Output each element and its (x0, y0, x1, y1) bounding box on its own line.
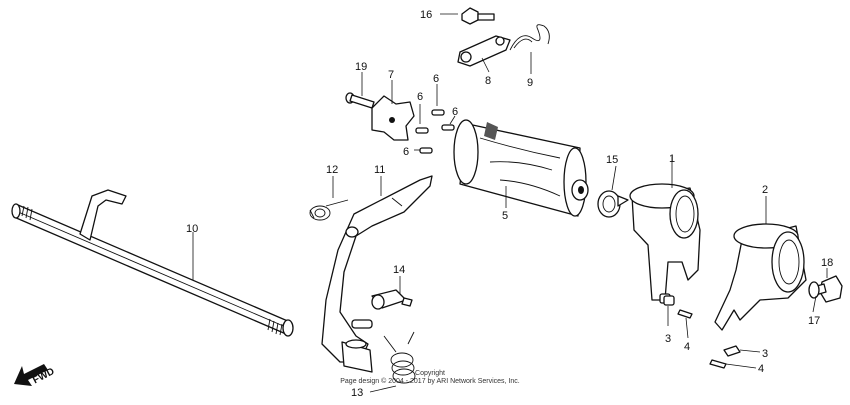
callout-4-a: 4 (684, 341, 690, 353)
pin-bolt (371, 289, 413, 310)
callout-6-b: 6 (433, 73, 439, 85)
callout-3-a: 3 (665, 333, 671, 345)
copyright-line-1: Copyright (415, 370, 445, 377)
callout-17: 17 (808, 315, 820, 327)
callout-9: 9 (527, 77, 533, 89)
stopper-ring (597, 190, 629, 218)
shift-fork-2 (714, 223, 807, 331)
drum-center (371, 95, 415, 141)
callout-7: 7 (388, 69, 394, 81)
callout-18: 18 (821, 257, 833, 269)
callout-6-c: 6 (452, 106, 458, 118)
callout-16: 16 (420, 9, 432, 21)
collar (341, 319, 373, 373)
guide-pin-upper (663, 295, 675, 306)
callout-12: 12 (326, 164, 338, 176)
bolt (808, 275, 843, 303)
stopper-spring (509, 24, 550, 51)
callout-19: 19 (355, 61, 367, 73)
guide-pin-lower (723, 345, 741, 357)
leader-lines (192, 13, 828, 393)
callout-3-b: 3 (762, 348, 768, 360)
callout-8: 8 (485, 75, 491, 87)
drum-pins (415, 109, 455, 154)
drum-center-bolt (345, 92, 375, 109)
callout-2: 2 (762, 184, 768, 196)
callout-5: 5 (502, 210, 508, 222)
copyright-line-2: Page design © 2004 - 2017 by ARI Network… (340, 378, 520, 385)
gearshift-spindle (11, 189, 294, 337)
callout-6-a: 6 (417, 91, 423, 103)
callout-1: 1 (669, 153, 675, 165)
stopper-arm (457, 7, 511, 67)
callout-15: 15 (606, 154, 618, 166)
cotter-clip-upper (677, 309, 693, 319)
callout-4-b: 4 (758, 363, 764, 375)
callout-6-d: 6 (403, 146, 409, 158)
gearshift-arm (321, 175, 433, 363)
fwd-arrow: FWD (14, 364, 56, 386)
callout-10: 10 (186, 223, 198, 235)
callout-labels: 10 12 11 14 13 19 7 6 6 6 6 16 8 9 5 15 … (186, 9, 833, 399)
cotter-clip-lower (709, 359, 727, 369)
callout-14: 14 (393, 264, 405, 276)
callout-13: 13 (351, 387, 363, 399)
copyright-notice: Copyright Page design © 2004 - 2017 by A… (330, 370, 530, 386)
shift-drum (453, 119, 589, 217)
return-spring (383, 331, 416, 384)
callout-11: 11 (374, 164, 385, 176)
arm-spring (309, 199, 349, 221)
shift-fork-1 (629, 183, 701, 304)
